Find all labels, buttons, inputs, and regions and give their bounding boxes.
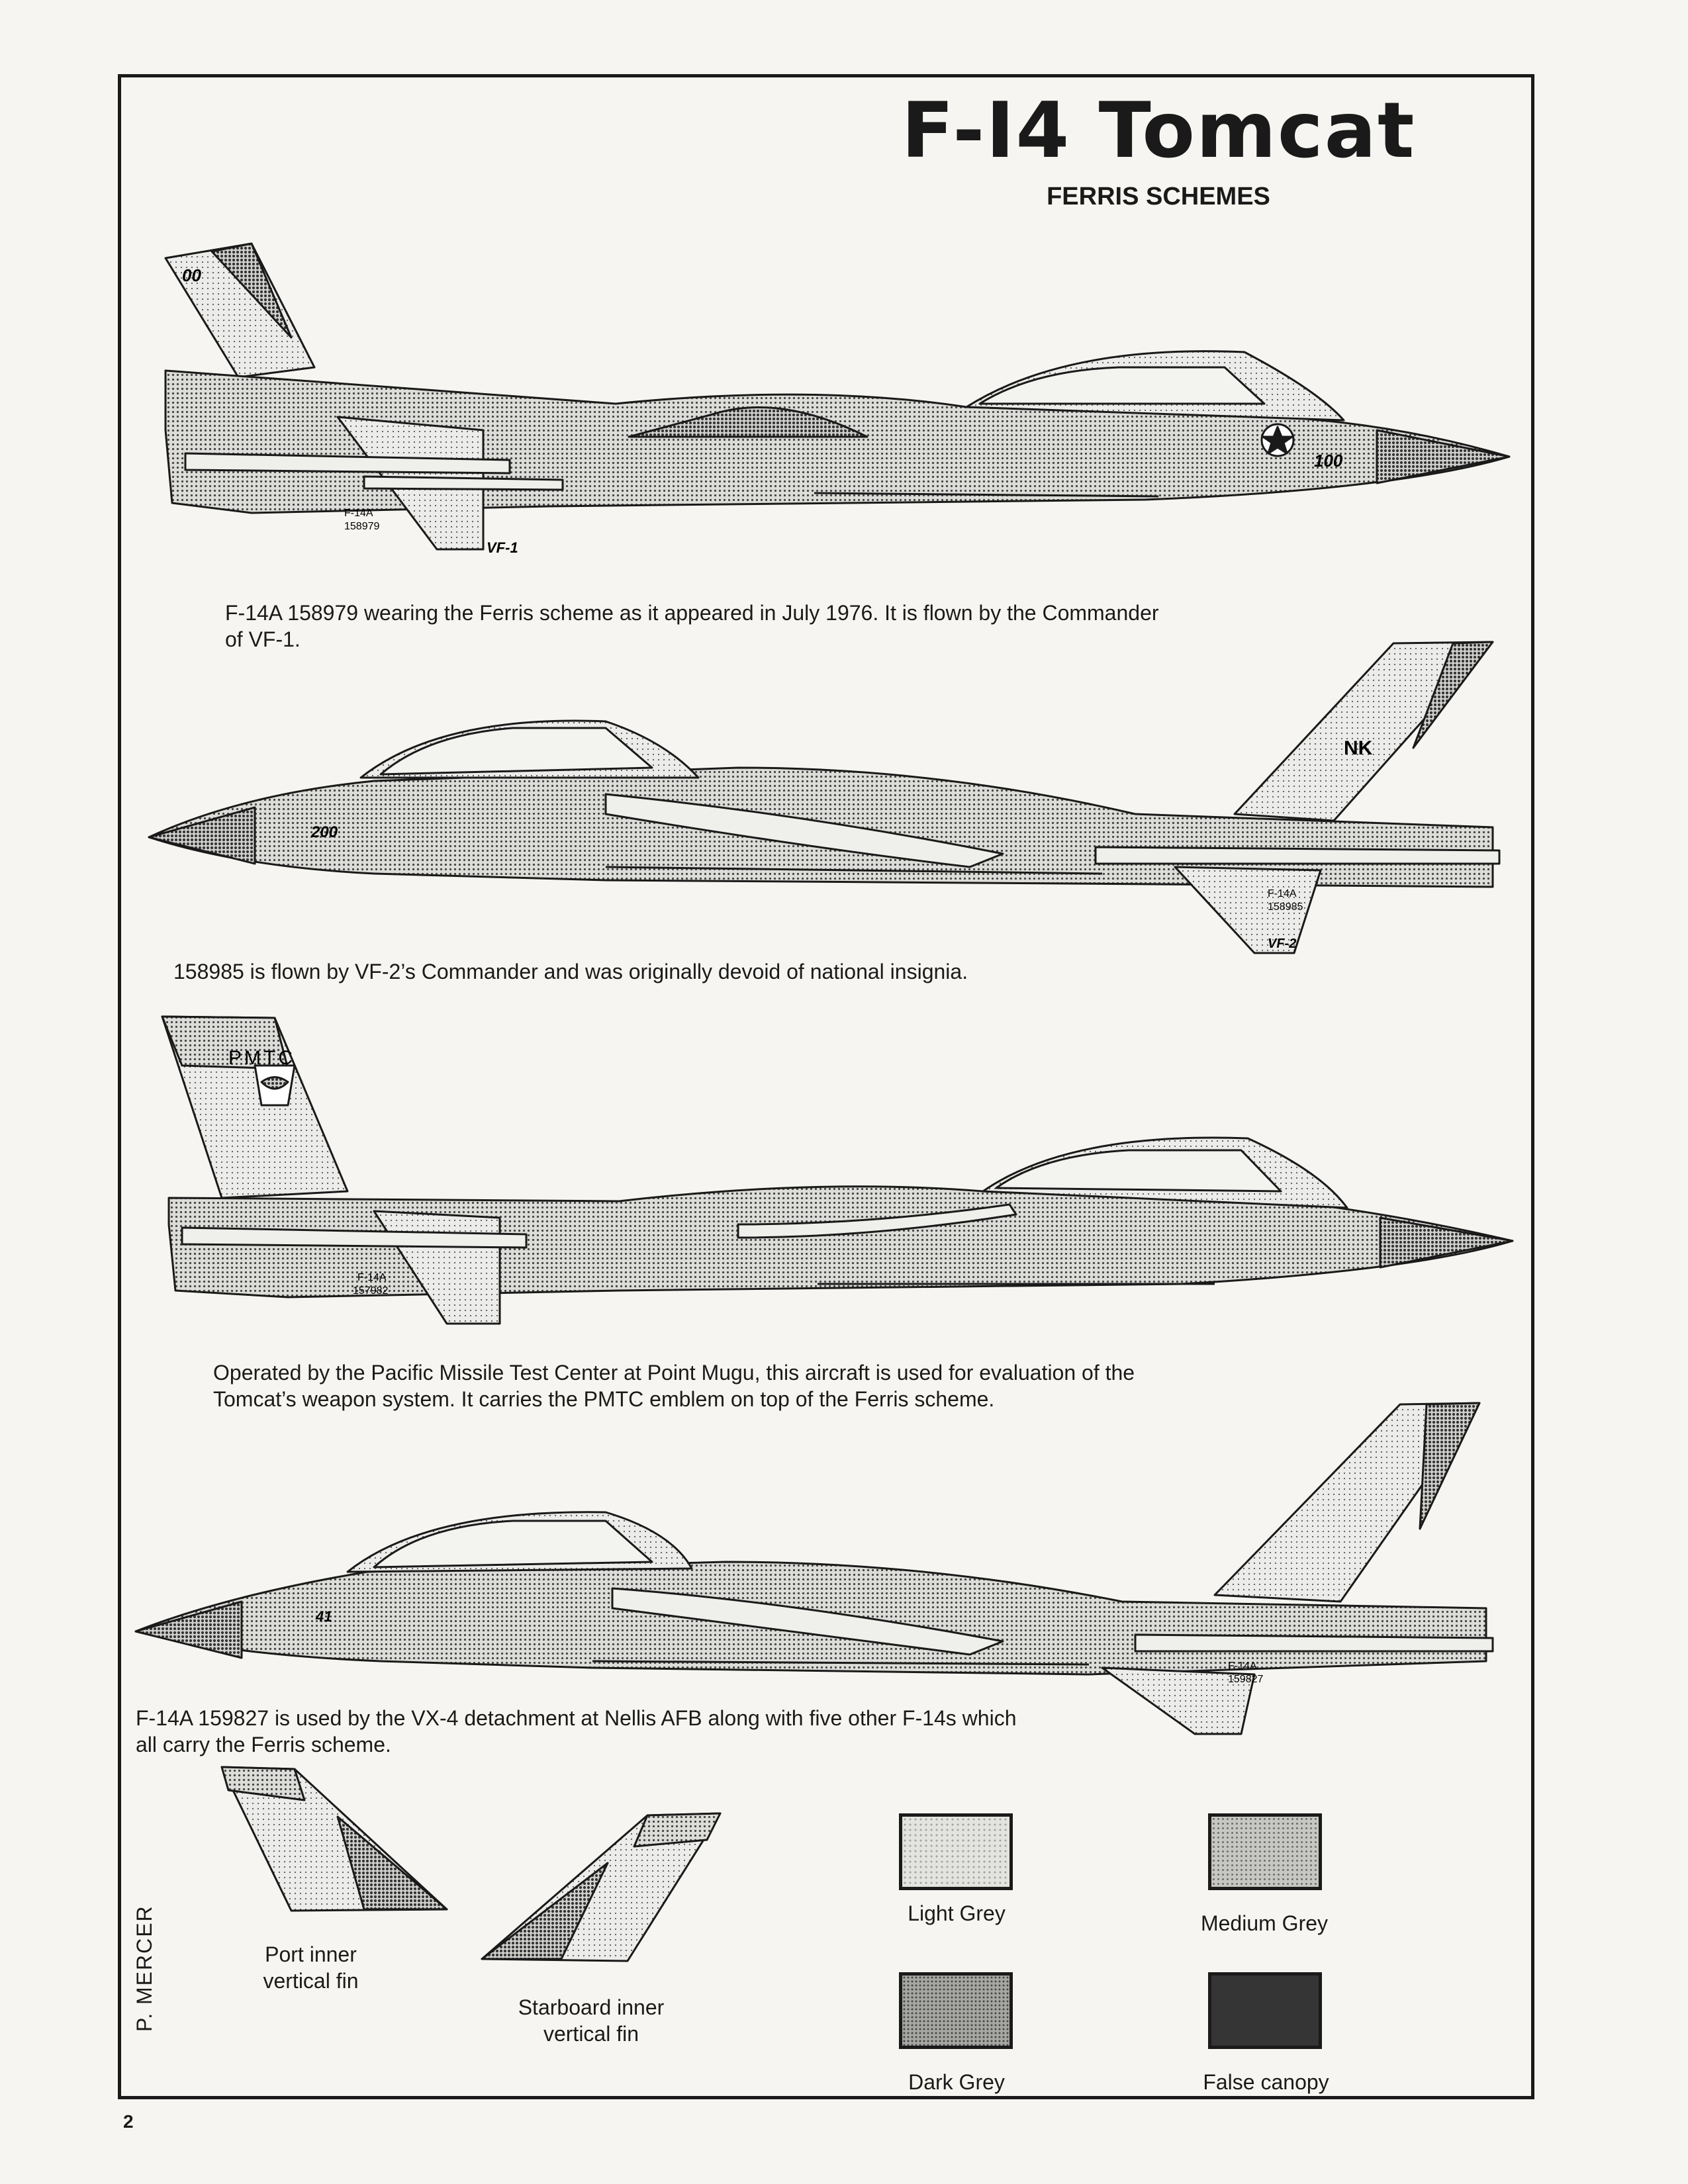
page-number: 2 (123, 2111, 134, 2132)
aircraft-1-serial: 158979 (344, 521, 379, 532)
aircraft-4-caption: F-14A 159827 is used by the VX-4 detachm… (136, 1706, 1017, 1756)
aircraft-3-emblem: PMTC (228, 1047, 295, 1069)
port-inner-fin-illustration (220, 1766, 448, 1912)
aircraft-1-illustration: 00 100 F-14A 158979 VF-1 (164, 242, 1511, 556)
aircraft-1-nose-number: 100 (1314, 451, 1343, 471)
aircraft-2-type: F-14A (1268, 888, 1297, 899)
starboard-inner-fin-illustration (481, 1812, 722, 1962)
aircraft-1-squadron: VF-1 (487, 539, 518, 556)
swatch-light-grey (899, 1813, 1013, 1890)
aircraft-1-caption: F-14A 158979 wearing the Ferris scheme a… (225, 601, 1159, 651)
aircraft-2-nose-number: 200 (310, 823, 338, 841)
swatch-dark-grey (899, 1972, 1013, 2049)
aircraft-3-type: F-14A (357, 1272, 387, 1283)
aircraft-2-tail-code: NK (1344, 737, 1373, 759)
aircraft-4-serial: 159827 (1228, 1674, 1263, 1685)
aircraft-3-illustration: PMTC F-14A 157982 (161, 1015, 1514, 1325)
aircraft-1-tail-code: 00 (182, 265, 201, 285)
port-inner-fin-label: Port inner vertical fin (263, 1942, 359, 1993)
swatch-light-grey-label: Light Grey (908, 1901, 1006, 1925)
aircraft-3-serial: 157982 (353, 1285, 388, 1297)
swatch-medium-grey (1208, 1813, 1322, 1890)
aircraft-2-illustration: NK 200 F-14A 158985 VF-2 (148, 641, 1501, 954)
aircraft-3-caption: Operated by the Pacific Missile Test Cen… (213, 1361, 1135, 1411)
aircraft-4-type: F-14A (1228, 1661, 1257, 1672)
aircraft-2-squadron: VF-2 (1268, 936, 1296, 951)
starboard-inner-fin-label: Starboard inner vertical fin (518, 1995, 665, 2046)
swatch-dark-grey-label: Dark Grey (908, 2070, 1005, 2094)
aircraft-2-caption: 158985 is flown by VF-2’s Commander and … (173, 960, 968, 983)
aircraft-1-type: F-14A (344, 508, 373, 519)
swatch-false-canopy-label: False canopy (1203, 2070, 1329, 2094)
aircraft-4-illustration: 41 F-14A 159827 (134, 1402, 1494, 1735)
page-frame (118, 74, 1534, 2099)
illustrator-credit: P. MERCER (132, 1905, 156, 2032)
swatch-medium-grey-label: Medium Grey (1200, 1911, 1329, 1935)
page-title: F-I4 Tomcat (901, 86, 1416, 175)
page-subtitle: FERRIS SCHEMES (1047, 183, 1270, 210)
swatch-false-canopy (1208, 1972, 1322, 2049)
aircraft-2-serial: 158985 (1268, 901, 1303, 913)
aircraft-4-nose-number: 41 (315, 1608, 332, 1625)
